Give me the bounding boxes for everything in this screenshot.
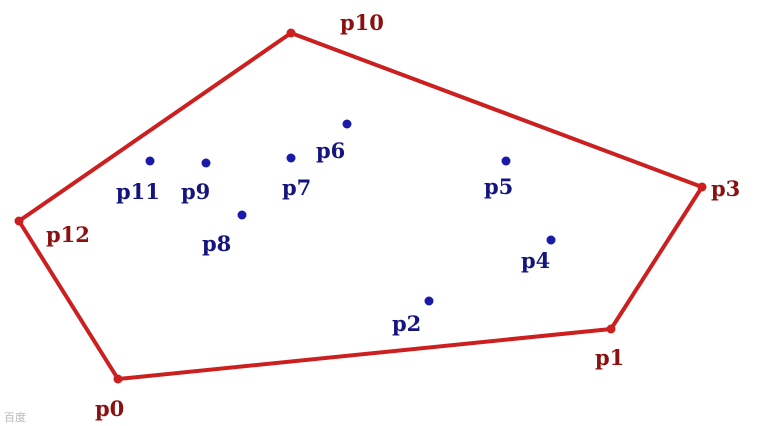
point-p12-marker (14, 216, 24, 226)
point-markers (14, 28, 707, 384)
hull-edge-p3-p10 (289, 31, 704, 189)
point-p10-label: p10 (340, 10, 384, 35)
point-p4-label: p4 (521, 248, 550, 273)
point-p9-label: p9 (181, 179, 210, 204)
point-p12-label: p12 (46, 222, 90, 247)
point-p5-marker (501, 156, 511, 166)
point-p9-marker (201, 158, 211, 168)
point-p5-label: p5 (484, 174, 513, 199)
hull-edges (17, 31, 704, 381)
point-p8-label: p8 (202, 231, 231, 256)
point-p3-marker (697, 182, 707, 192)
hull-edge-p1-p3 (609, 185, 704, 331)
hull-edge-p10-p12 (17, 31, 293, 223)
point-p2-label: p2 (392, 311, 421, 336)
point-p11-marker (145, 156, 155, 166)
point-p3-label: p3 (711, 176, 740, 201)
point-p1-label: p1 (595, 345, 624, 370)
hull-edge-p12-p0 (17, 219, 120, 381)
point-p0-marker (113, 374, 123, 384)
point-p10-marker (286, 28, 296, 38)
watermark-text: 百度 (4, 410, 26, 424)
point-p7-marker (286, 153, 296, 163)
point-p11-label: p11 (116, 179, 160, 204)
point-p1-marker (606, 324, 616, 334)
point-p6-marker (342, 119, 352, 129)
point-p7-label: p7 (282, 175, 311, 200)
point-p0-label: p0 (95, 396, 124, 421)
point-p2-marker (424, 296, 434, 306)
point-p8-marker (237, 210, 247, 220)
hull-edge-p0-p1 (116, 327, 613, 381)
point-p6-label: p6 (316, 138, 345, 163)
point-p4-marker (546, 235, 556, 245)
